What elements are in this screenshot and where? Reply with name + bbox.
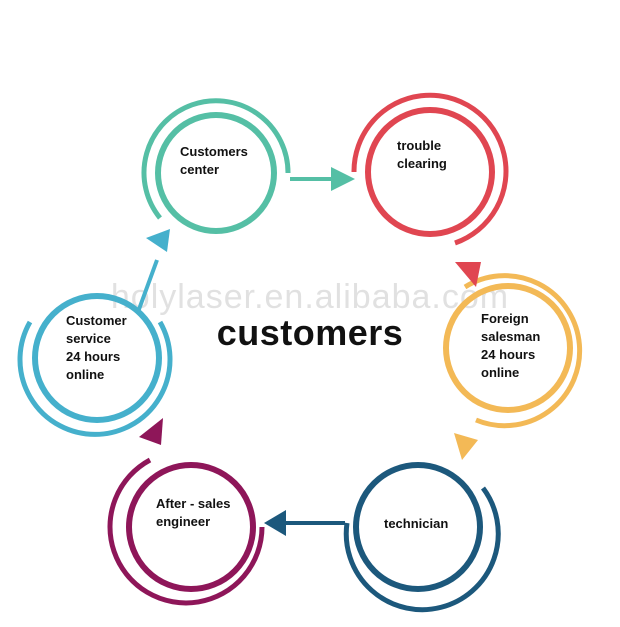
label-trouble-clearing: trouble clearing xyxy=(397,138,447,171)
node-inner-ring xyxy=(32,293,162,423)
arrow-service-to-center xyxy=(136,229,170,313)
node-outer-arc xyxy=(343,486,501,613)
arrow-technician-to-after-sales xyxy=(264,510,345,536)
node-customer-service xyxy=(17,293,173,437)
node-foreign-salesman xyxy=(443,273,583,429)
arrow-after-sales-to-service xyxy=(139,418,163,445)
node-outer-arc xyxy=(141,98,291,220)
node-inner-ring xyxy=(365,107,495,237)
label-customers-center: Customers center xyxy=(180,144,248,177)
label-foreign-salesman: Foreign salesman 24 hours online xyxy=(481,311,541,380)
arrow-trouble-to-foreign xyxy=(455,262,481,287)
node-inner-ring xyxy=(126,462,256,592)
node-outer-arc xyxy=(107,457,265,606)
node-outer-arc xyxy=(463,273,583,429)
arrow-center-to-trouble xyxy=(290,167,355,191)
node-technician xyxy=(343,462,501,613)
node-outer-arc xyxy=(17,320,173,437)
node-after-sales-engineer xyxy=(107,457,265,606)
label-technician: technician xyxy=(384,516,449,531)
node-customers-center xyxy=(141,98,291,234)
center-title: customers xyxy=(216,312,404,353)
label-after-sales-engineer: After - sales engineer xyxy=(156,496,231,529)
node-trouble-clearing xyxy=(351,92,509,246)
node-inner-ring xyxy=(443,283,573,413)
node-outer-arc xyxy=(351,92,509,246)
label-customer-service: Customer service 24 hours online xyxy=(66,313,127,382)
arrow-foreign-to-technician xyxy=(454,433,478,460)
node-inner-ring xyxy=(353,462,483,592)
watermark: holylaser.en.alibaba.com xyxy=(110,278,510,316)
node-inner-ring xyxy=(155,112,277,234)
